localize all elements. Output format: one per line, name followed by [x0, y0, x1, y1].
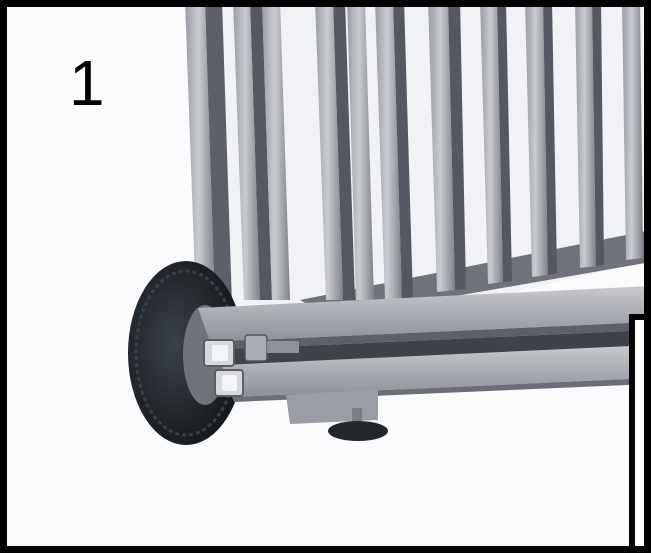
gate-bar-shadow — [333, 7, 355, 300]
rail-underside — [212, 330, 644, 365]
upper-horizontal-rail — [198, 286, 644, 342]
gate-bar — [347, 7, 374, 300]
bolt-shaft — [267, 341, 299, 353]
gate-bar-shadow — [205, 7, 232, 305]
gate-bar — [262, 7, 290, 300]
gate-bar — [622, 7, 643, 260]
bolt-nut — [244, 334, 268, 362]
gate-bar — [575, 7, 596, 268]
gate-bar-shadow — [592, 7, 604, 266]
inset-panel-corner — [629, 314, 644, 546]
foot-pad — [328, 421, 388, 441]
bolt-icon — [244, 334, 299, 362]
gate-bar-shadow — [543, 7, 557, 275]
foot-mount-block — [286, 390, 378, 424]
gate-bar-shadow — [393, 7, 413, 300]
leveling-foot-icon — [286, 390, 388, 441]
gate-bar — [233, 7, 260, 300]
gate-bar-shadow — [497, 7, 512, 282]
upper-rail-edge — [210, 322, 644, 350]
gate-bar-shadow — [250, 7, 272, 300]
gate-bar — [428, 7, 455, 292]
gate-bar — [315, 7, 343, 300]
gate-bar-shadow — [448, 7, 466, 290]
hinge-upper-pin — [212, 345, 228, 361]
gate-bar — [375, 7, 402, 300]
gate-bar — [185, 7, 215, 305]
lower-horizontal-rail — [222, 345, 644, 397]
step-number-label: 1 — [69, 47, 105, 119]
vertical-bar-gate-icon — [185, 7, 643, 305]
gate-bar — [525, 7, 548, 277]
hinge-lower-pin — [222, 375, 237, 391]
gate-bar — [480, 7, 503, 284]
foot-stem — [352, 408, 362, 426]
hinge-bracket-icon — [203, 339, 244, 397]
